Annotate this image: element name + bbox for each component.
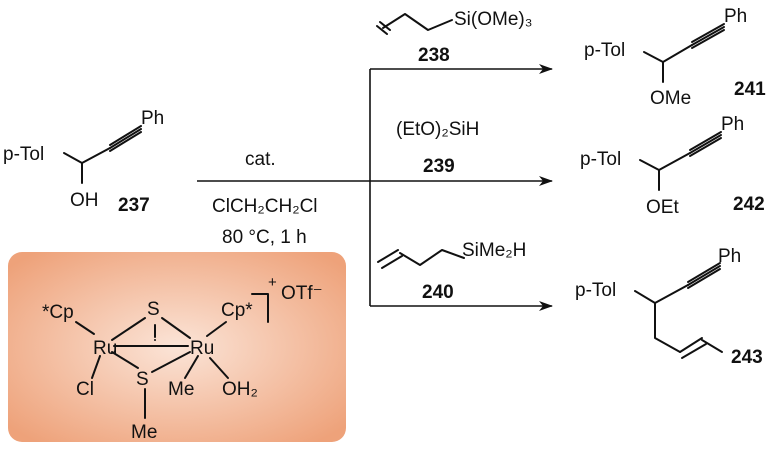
product-241-ph: Ph (724, 6, 747, 27)
product-242-ph: Ph (721, 114, 744, 135)
reagent-240-allyl (399, 249, 465, 266)
product-243: p-Tol Ph 243 (575, 246, 763, 368)
reagent-238-number: 238 (418, 45, 450, 66)
catalyst-ru-left: Ru (93, 338, 117, 359)
condition-catalyst: cat. (245, 149, 276, 170)
catalyst-cl: Cl (76, 379, 94, 400)
product-242-p-tol: p-Tol (580, 149, 621, 170)
catalyst-cp-left: *Cp (42, 302, 74, 323)
catalyst-s-top: S (147, 299, 160, 320)
reactant-237: p-Tol Ph OH 237 (3, 108, 164, 216)
reactant-ch-bond (81, 147, 111, 164)
product-241-p-tol: p-Tol (584, 40, 625, 61)
catalyst-counterion: OTf⁻ (281, 283, 323, 304)
product-243-p-tol: p-Tol (575, 280, 616, 301)
reagent-238-label: Si(OMe)₃ (454, 9, 532, 30)
reagent-238: Si(OMe)₃ 238 (376, 9, 532, 66)
product-242-oet: OEt (646, 197, 679, 218)
catalyst-box: *Cp Ru S Ru Cp* Cl S Me OH₂ Me + OTf⁻ (8, 252, 346, 443)
conditions: cat. ClCH₂CH₂Cl 80 °C, 1 h (212, 149, 318, 248)
product-243-ph: Ph (718, 246, 741, 267)
reactant-number: 237 (118, 195, 150, 216)
reagent-240-number: 240 (422, 282, 454, 303)
product-242-alkyne (689, 131, 722, 157)
condition-solvent: ClCH₂CH₂Cl (212, 196, 318, 217)
reagent-238-allyl (382, 13, 453, 31)
product-243-allyl-chain (634, 290, 681, 353)
reagent-239-number: 239 (423, 156, 455, 177)
product-241-ome: OMe (650, 88, 691, 109)
product-242-number: 242 (733, 194, 765, 215)
product-243-alkyne (687, 262, 721, 289)
reagent-240-label: SiMe₂H (462, 240, 526, 261)
reagent-239-label: (EtO)₂SiH (396, 119, 479, 140)
reaction-arrows (197, 64, 553, 311)
product-241: p-Tol Ph OMe 241 (584, 6, 766, 109)
condition-temperature: 80 °C, 1 h (222, 227, 307, 248)
product-243-number: 243 (731, 347, 763, 368)
catalyst-charge: + (268, 274, 277, 291)
catalyst-ru-right: Ru (190, 338, 214, 359)
reactant-alkyne-triple-bond (109, 125, 142, 152)
product-241-number: 241 (734, 79, 766, 100)
reagent-240: SiMe₂H 240 (377, 240, 526, 303)
reactant-bonds (63, 152, 83, 184)
catalyst-bonds (75, 293, 269, 419)
reactant-ph-label: Ph (141, 108, 164, 129)
catalyst-cp-right: Cp* (221, 300, 253, 321)
catalyst-oh2: OH₂ (222, 379, 258, 400)
catalyst-s-bottom: S (136, 369, 149, 390)
reactant-oh-label: OH (70, 190, 99, 211)
catalyst-me-bottom: Me (131, 422, 157, 443)
product-242: p-Tol Ph OEt 242 (580, 114, 765, 218)
product-241-alkyne (691, 23, 725, 49)
catalyst-me-mid: Me (168, 379, 194, 400)
reagent-239: (EtO)₂SiH 239 (396, 119, 479, 177)
reactant-p-tol-label: p-Tol (3, 144, 44, 165)
